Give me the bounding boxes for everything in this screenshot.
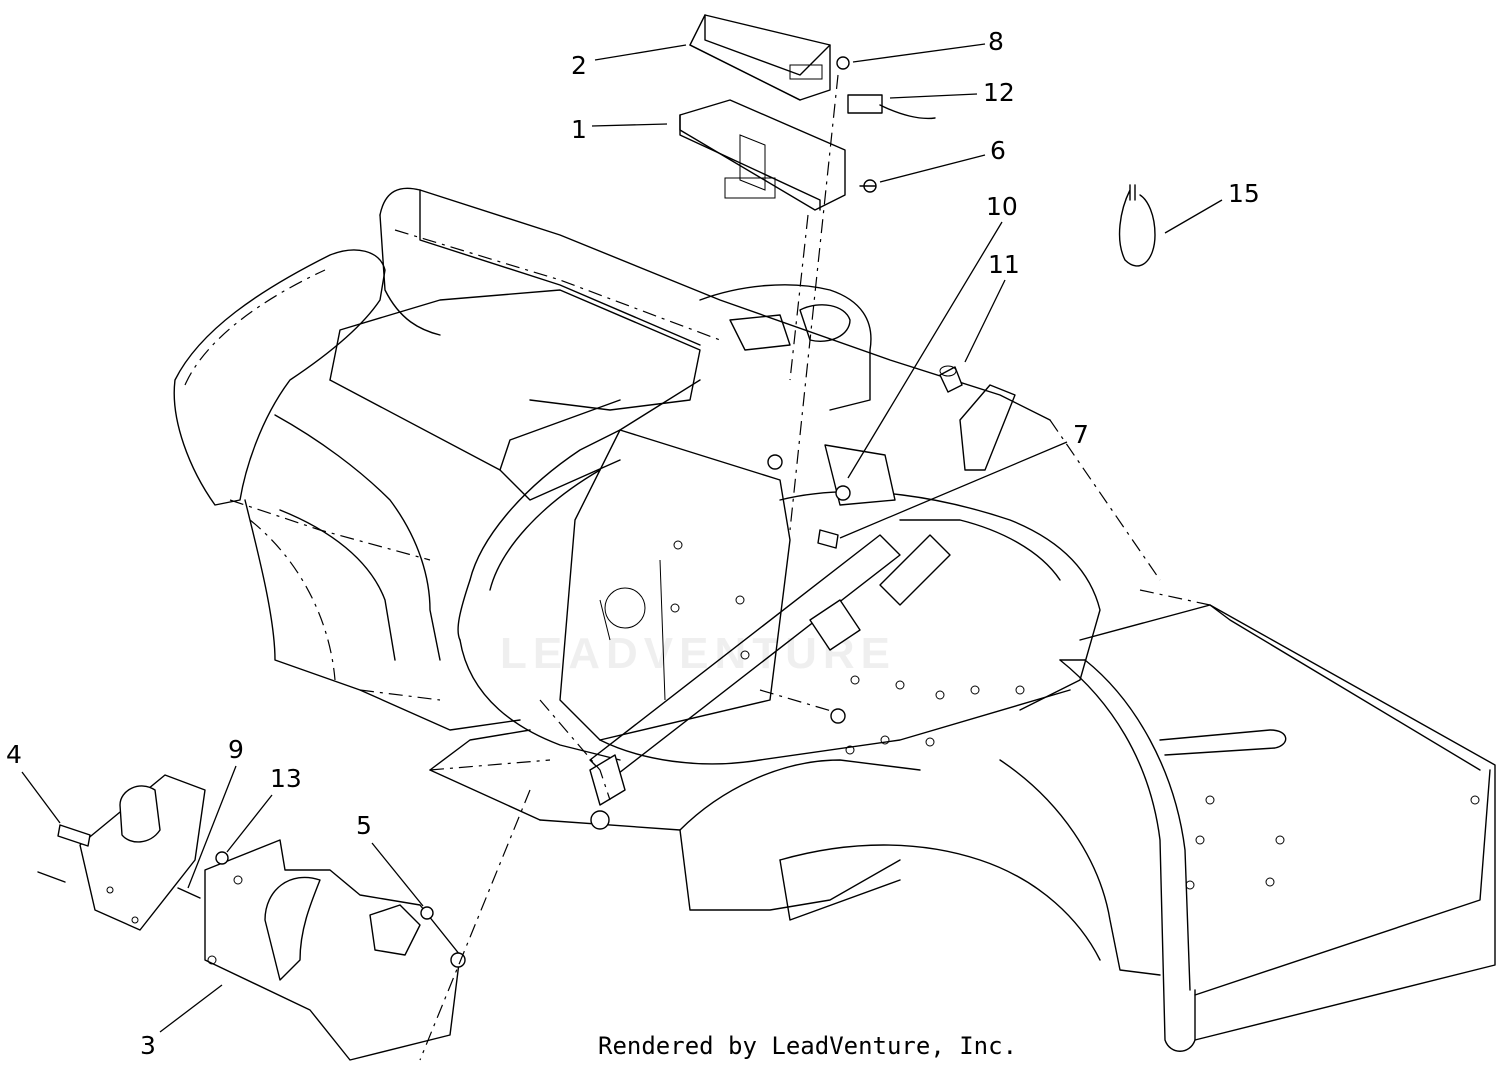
part-12-connector <box>847 94 936 120</box>
part-6-screw <box>859 179 877 193</box>
callout-10: 10 <box>986 192 1018 221</box>
callout-2: 2 <box>571 51 587 80</box>
part-3-bracket <box>204 839 466 1061</box>
deck-fasteners <box>670 540 1480 890</box>
footer-credit: Rendered by LeadVenture, Inc. <box>598 1032 1017 1060</box>
part-5-nut <box>420 906 434 920</box>
part-8-nut <box>836 56 850 70</box>
console-assembly <box>173 187 1496 1052</box>
callout-4: 4 <box>6 740 22 769</box>
part-2-module <box>689 14 831 101</box>
callouts: 2 1 8 12 6 10 11 15 7 4 9 13 5 3 <box>6 27 1260 1060</box>
bolt-left <box>37 871 66 883</box>
part-7-bolt <box>817 529 839 549</box>
part-4-relay <box>79 774 206 931</box>
callout-5: 5 <box>356 811 372 840</box>
callout-1: 1 <box>571 115 587 144</box>
part-15-cable-tie <box>1118 184 1156 267</box>
callout-13: 13 <box>270 764 302 793</box>
part-4-stud <box>57 824 91 847</box>
callout-11: 11 <box>988 250 1020 279</box>
callout-3: 3 <box>140 1031 156 1060</box>
callout-8: 8 <box>988 27 1004 56</box>
part-13-nut <box>215 851 229 865</box>
callout-9: 9 <box>228 735 244 764</box>
callout-12: 12 <box>983 78 1015 107</box>
callout-6: 6 <box>990 136 1006 165</box>
callout-15: 15 <box>1228 179 1260 208</box>
part-11-cap <box>939 365 963 393</box>
part-9-stud <box>177 887 201 899</box>
part-10-switch <box>767 444 896 506</box>
part-1-bracket <box>679 99 846 211</box>
callout-7: 7 <box>1073 420 1089 449</box>
